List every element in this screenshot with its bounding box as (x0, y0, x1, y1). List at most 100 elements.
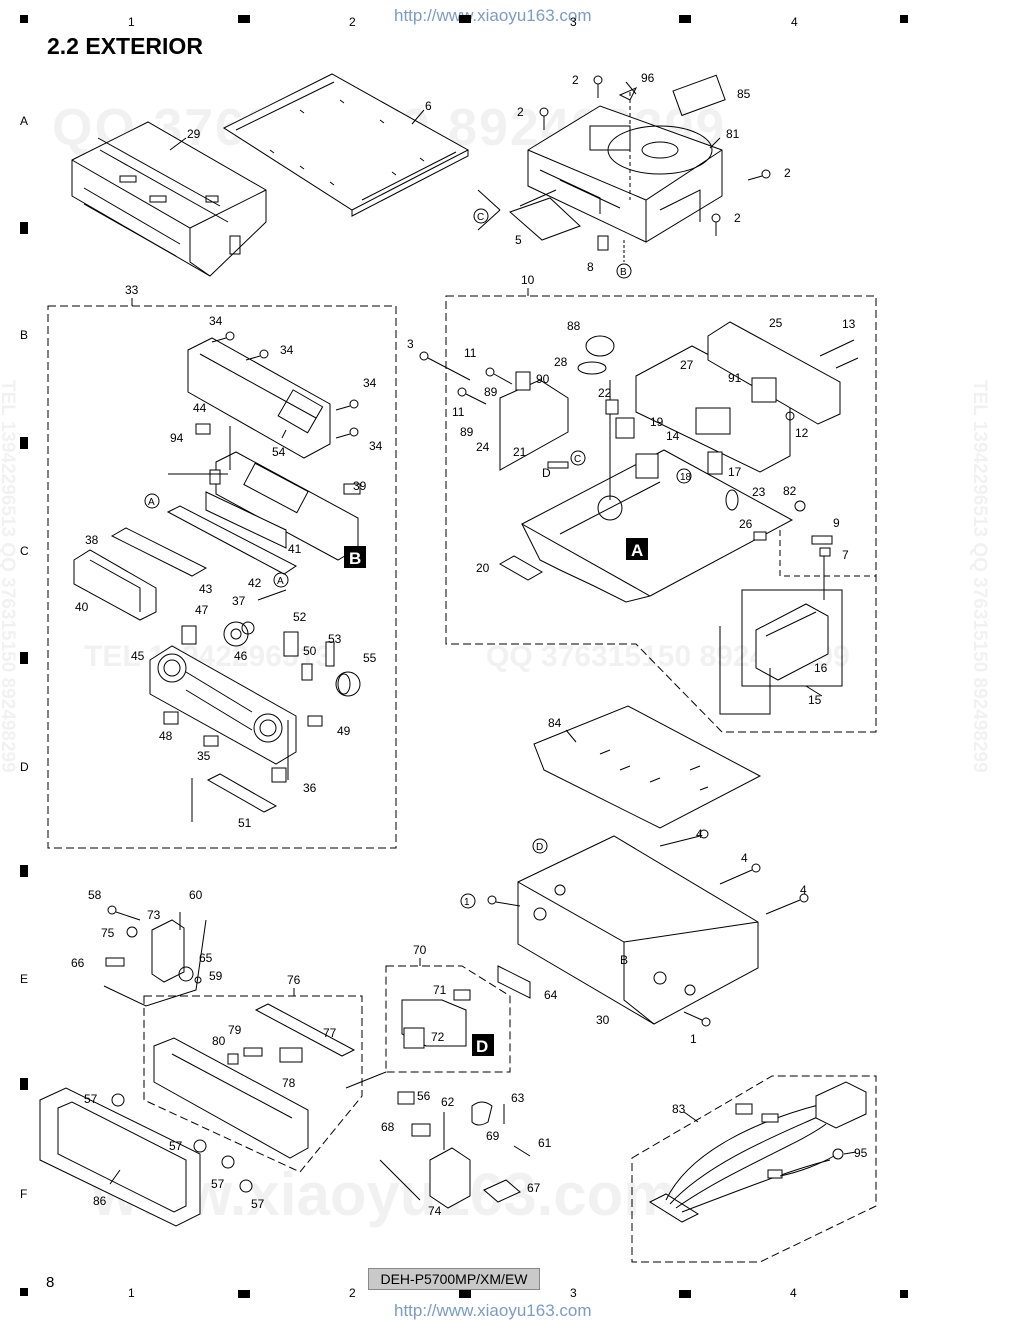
column-3-bottom: 3 (570, 1286, 577, 1300)
part-callout: 38 (85, 533, 99, 547)
part-callout: 59 (209, 969, 223, 983)
reg-mark (20, 437, 28, 449)
front-panel-parts (73, 331, 361, 822)
part-callout: 57 (84, 1092, 98, 1106)
part-callout: 37 (232, 594, 246, 608)
block-a-label: A (631, 541, 643, 560)
part-callout: 69 (486, 1129, 500, 1143)
part-callout: 4 (741, 851, 748, 865)
part-callout: 5 (515, 233, 522, 247)
part-callout: 53 (328, 632, 342, 646)
part-callout: 36 (303, 781, 317, 795)
part-callout: 34 (363, 376, 377, 390)
part-callout: 56 (417, 1089, 431, 1103)
part-callout: 57 (169, 1139, 183, 1153)
reference-marker: B (620, 267, 627, 278)
group-label: 76 (287, 973, 301, 987)
part-callout: 48 (159, 729, 173, 743)
reference-marker-circle (616, 263, 632, 279)
part-callout: 72 (431, 1030, 445, 1044)
group-10-outline (445, 295, 877, 733)
reference-marker: C (574, 454, 581, 465)
reg-mark (679, 1290, 691, 1298)
reg-mark (238, 1290, 250, 1298)
part-callout: 58 (88, 888, 102, 902)
column-1-top: 1 (128, 15, 135, 29)
block-a-badge (626, 538, 648, 560)
part-callout: 77 (323, 1026, 337, 1040)
part-callout: 52 (293, 610, 307, 624)
part-callout: 24 (476, 440, 490, 454)
reg-mark (20, 1288, 28, 1296)
part-callout: 96 (641, 71, 655, 85)
block-d-label: D (476, 1037, 488, 1056)
case-part (71, 121, 267, 277)
reference-marker-circle (473, 208, 489, 224)
group-label: 70 (413, 943, 427, 957)
reg-mark (20, 15, 28, 23)
part-callout: 50 (303, 644, 317, 658)
column-4-bottom: 4 (790, 1286, 797, 1300)
flex-cable-part (477, 189, 609, 251)
part-callout: 62 (441, 1095, 455, 1109)
reference-marker-circle (273, 572, 289, 588)
part-callout: 6 (425, 99, 432, 113)
part-callout: 54 (272, 445, 286, 459)
row-f: F (20, 1187, 28, 1201)
part-callout: 40 (75, 600, 89, 614)
part-callout: 78 (282, 1076, 296, 1090)
part-callout: 29 (187, 127, 201, 141)
part-callout: 64 (544, 988, 558, 1002)
row-c: C (20, 544, 29, 558)
part-callout: 82 (783, 484, 797, 498)
reference-marker-circle (570, 450, 586, 466)
row-e: E (20, 972, 29, 986)
part-callout: 11 (464, 346, 477, 360)
part-callout: 81 (726, 127, 740, 141)
top-cover-part (222, 73, 470, 217)
part-callout: 61 (538, 1136, 552, 1150)
reference-marker-circle (532, 838, 548, 854)
part-callout: 1 (690, 1032, 697, 1046)
part-callout: 25 (769, 316, 783, 330)
part-callout: 80 (212, 1034, 226, 1048)
part-callout: 74 (428, 1204, 442, 1218)
part-callout: 2 (784, 166, 791, 180)
part-callout: 34 (369, 439, 383, 453)
part-callout: 73 (147, 908, 161, 922)
reference-marker: 1 (464, 897, 470, 908)
part-callout: 27 (680, 358, 694, 372)
part-callout: 66 (71, 956, 85, 970)
part-callout: 34 (209, 314, 223, 328)
part-callout: 89 (484, 385, 498, 399)
reference-marker: A (148, 497, 155, 508)
row-a: A (20, 114, 29, 128)
part-callout: 67 (527, 1181, 541, 1195)
block-b-badge (344, 546, 366, 568)
part-callout: 57 (251, 1197, 265, 1211)
reg-mark (679, 15, 691, 23)
part-callout: 43 (199, 582, 213, 596)
lever-parts (345, 1071, 531, 1209)
part-callout: 90 (536, 372, 550, 386)
group-label: 10 (521, 273, 535, 287)
part-callout: 75 (101, 926, 115, 940)
column-4-top: 4 (791, 15, 798, 29)
wire-harness-part (648, 1081, 867, 1223)
column-2-bottom: 2 (349, 1286, 356, 1300)
part-callout: 68 (381, 1120, 395, 1134)
part-callout: 83 (672, 1102, 686, 1116)
part-callout: 13 (842, 317, 856, 331)
part-callout: 91 (728, 371, 742, 385)
section-title: 2.2 EXTERIOR (47, 33, 203, 59)
part-callout: 23 (752, 485, 766, 499)
part-callout: 86 (93, 1194, 107, 1208)
model-badge: DEH-P5700MP/XM/EW (368, 1268, 540, 1290)
part-callout: 16 (814, 661, 828, 675)
part-callout: 57 (211, 1177, 225, 1191)
reg-mark (900, 1290, 908, 1298)
reference-marker: 18 (680, 472, 692, 483)
part-callout: 7 (842, 548, 849, 562)
